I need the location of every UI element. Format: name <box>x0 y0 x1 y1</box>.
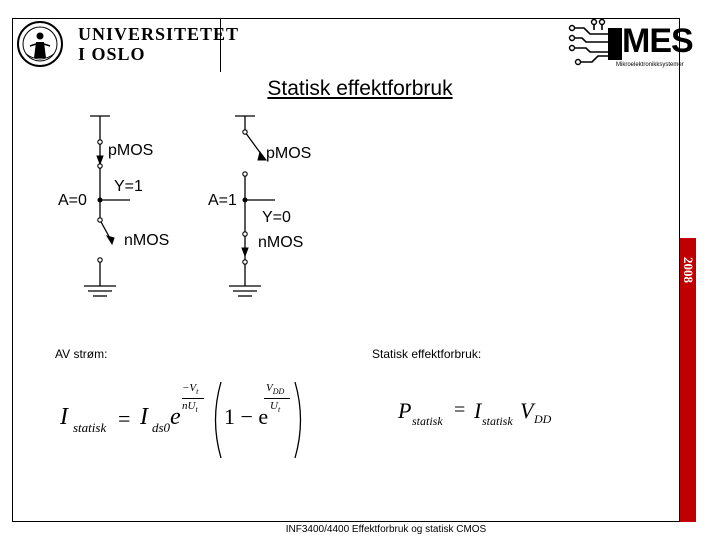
circuit-board-icon <box>568 18 622 66</box>
right-output-label: Y=0 <box>262 209 291 226</box>
uio-line1: UNIVERSITETET <box>78 24 240 44</box>
left-output-label: Y=1 <box>114 178 143 195</box>
exp2-numerator: VDD <box>266 382 285 397</box>
formula-exp-base: e <box>170 404 181 430</box>
uio-wordmark: UNIVERSITETET I OSLO <box>78 24 239 64</box>
left-input-label: A=0 <box>58 192 87 209</box>
formula-equals: = <box>118 406 131 431</box>
power-lhs: P <box>398 398 412 423</box>
off-current-heading: AV strøm: <box>55 347 108 361</box>
formula-rhs-sub: ds0 <box>152 420 171 435</box>
exp2-fraction-bar <box>264 398 290 399</box>
uio-logo: UNIVERSITETET I OSLO <box>14 18 238 72</box>
mes-wordmark: MES <box>622 22 694 60</box>
formula-lhs: I <box>60 404 68 430</box>
right-pmos-label: pMOS <box>266 145 312 162</box>
one-minus-e: 1 − e <box>224 404 269 429</box>
uio-line2: I OSLO <box>78 44 146 64</box>
right-paren-icon <box>294 381 302 459</box>
right-input-label: A=1 <box>208 192 237 209</box>
power-lhs-sub: statisk <box>412 414 443 428</box>
power-voltage: V <box>520 398 534 423</box>
year-sidebar <box>680 238 696 522</box>
exp2-denominator: Ut <box>270 400 281 415</box>
off-current-formula: I statisk = I ds0 e −Vt nUt 1 − e VDD Ut <box>60 376 320 462</box>
power-voltage-sub: DD <box>534 412 552 426</box>
mes-subtitle: Mikroelektronikksystemer <box>616 62 684 68</box>
slide-footer: INF3400/4400 Effektforbruk og statisk CM… <box>285 524 487 535</box>
uio-seal-icon <box>17 21 63 67</box>
formula-lhs-sub: statisk <box>73 420 107 435</box>
uio-divider <box>220 18 221 72</box>
static-power-formula: P statisk = I statisk V DD <box>398 398 568 434</box>
power-current: I <box>474 398 482 423</box>
cmos-inverter-diagrams <box>84 115 275 297</box>
power-current-sub: statisk <box>482 414 513 428</box>
slide-frame <box>12 18 680 522</box>
right-nmos-label: nMOS <box>258 234 304 251</box>
exp-denominator: nUt <box>182 400 198 415</box>
formula-rhs: I <box>140 404 148 430</box>
static-power-heading: Statisk effektforbruk: <box>372 347 482 361</box>
year-label: 2008 <box>681 257 696 283</box>
left-pmos-label: pMOS <box>108 142 154 159</box>
exp-numerator: −Vt <box>182 382 199 397</box>
power-equals: = <box>454 399 466 421</box>
exp-fraction-bar <box>182 398 204 399</box>
left-paren-icon <box>214 381 222 459</box>
slide-title: Statisk effektforbruk <box>267 77 453 100</box>
mes-logo: MES Mikroelektronikksystemer <box>568 18 708 74</box>
left-nmos-label: nMOS <box>124 232 170 249</box>
